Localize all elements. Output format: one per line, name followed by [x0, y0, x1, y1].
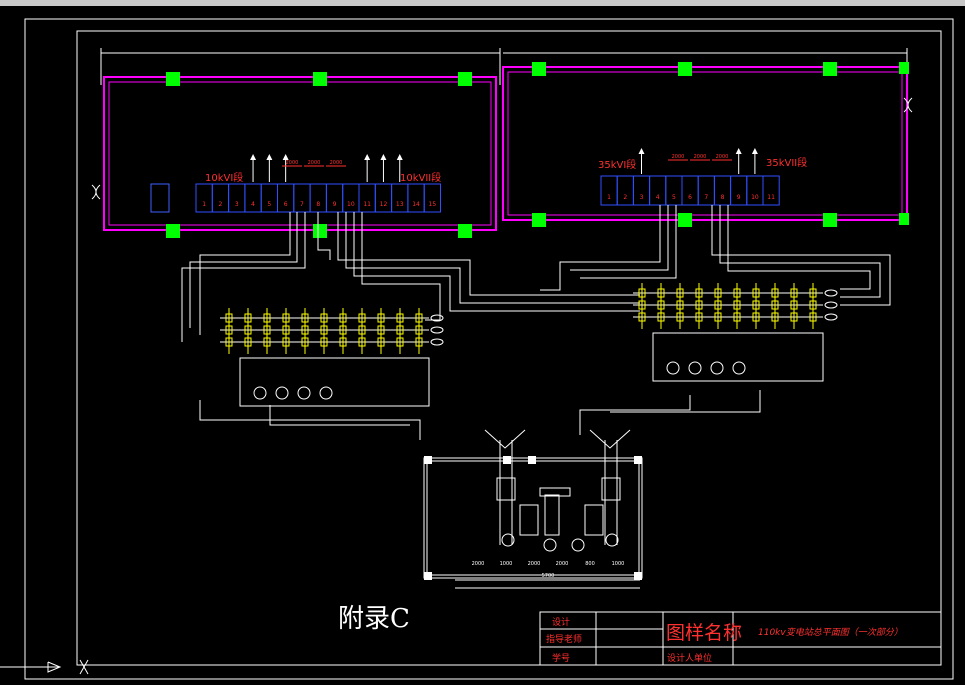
- left-cabinet-number: 4: [251, 201, 255, 208]
- transformer-columns: [424, 456, 642, 580]
- right-cabinet: [762, 175, 780, 206]
- right-cabinet-number: 3: [640, 194, 644, 201]
- right-bus-label: 10kVII段: [400, 171, 441, 184]
- right-door: [903, 97, 913, 113]
- bushing: [430, 314, 444, 322]
- breaker-coil: [688, 361, 702, 375]
- bottom-dim-total: 5700: [542, 573, 555, 579]
- title-student-no: 学号: [552, 652, 570, 664]
- ucs-icon: [0, 659, 89, 675]
- left-cabinet-number: 15: [429, 201, 437, 208]
- left-cabinet-number: 13: [396, 201, 404, 208]
- left-cabinet-number: 2: [219, 201, 223, 208]
- right-cabinet-number: 11: [767, 194, 775, 201]
- right-35kv-label: 35kVII段: [766, 156, 807, 169]
- cable-routes: [181, 205, 891, 440]
- left-cabinet-number: 14: [412, 201, 420, 208]
- transformer-dimensions: 2000 1000 2000 2000 800 1000 5700: [472, 561, 625, 579]
- breaker-coil: [253, 386, 267, 400]
- dim-text: 2000: [330, 160, 343, 166]
- right-building: [502, 48, 908, 221]
- bushing: [824, 289, 838, 297]
- window-top-bar: [0, 0, 965, 6]
- left-building: [100, 48, 501, 231]
- left-cabinet-number: 1: [202, 201, 206, 208]
- left-door: [91, 184, 101, 200]
- title-drawing-title: 110kv变电站总平面图（一次部分）: [758, 627, 903, 638]
- bushing: [824, 301, 838, 309]
- right-cabinet-number: 7: [704, 194, 708, 201]
- feeder-arrow-head: [380, 154, 387, 160]
- right-cabinet-number: 10: [751, 194, 759, 201]
- cad-drawing-canvas: 设计 指导老师 学号 图样名称 设计人单位 110kv变电站总平面图（一次部分）…: [0, 18, 954, 680]
- right-cabinet-number: 6: [688, 194, 692, 201]
- feeder-arrow-head: [751, 148, 758, 154]
- right-cabinet-number: 5: [672, 194, 676, 201]
- left-cabinet-number: 5: [267, 201, 271, 208]
- dimension-labels: 2000 2000 2000 2000 2000 2000: [282, 154, 732, 167]
- left-cabinet-number: 12: [380, 201, 388, 208]
- left-35kv-label: 35kVI段: [598, 158, 636, 171]
- left-cabinet-number: 3: [235, 201, 239, 208]
- left-cabinet-number: 7: [300, 201, 304, 208]
- dim-text: 2000: [286, 160, 299, 166]
- dim-text: 2000: [716, 154, 729, 160]
- dim-text: 2000: [694, 154, 707, 160]
- bottom-dim-text: 2000: [472, 561, 485, 567]
- right-cabinet-number: 1: [607, 194, 611, 201]
- bottom-dim-text: 2000: [528, 561, 541, 567]
- breaker-coil: [666, 361, 680, 375]
- left-switchgear-yard: [220, 308, 444, 407]
- left-bus-label: 10kVI段: [205, 171, 243, 184]
- bottom-dim-text: 1000: [500, 561, 513, 567]
- breaker-coil: [732, 361, 746, 375]
- title-drawing-name: 图样名称: [666, 622, 742, 644]
- title-design-unit: 设计人单位: [667, 652, 712, 664]
- right-cabinet-number: 9: [737, 194, 741, 201]
- feeder-arrow-head: [250, 154, 257, 160]
- left-cabinet-number: 8: [316, 201, 320, 208]
- feeder-arrow-head: [735, 148, 742, 154]
- feeder-arrow-head: [396, 154, 403, 160]
- title-block: [539, 611, 942, 666]
- feeder-arrow-head: [282, 154, 289, 160]
- dim-text: 2000: [308, 160, 321, 166]
- title-design: 设计: [552, 616, 570, 628]
- right-cabinet-row: 1 2 3 4 5 6 7 8 9 10 11: [600, 148, 780, 206]
- breaker-body: [239, 357, 430, 407]
- appendix-label: 附录C: [338, 604, 410, 634]
- breaker-coil: [275, 386, 289, 400]
- left-cabinet-number: 11: [363, 201, 371, 208]
- bushing: [430, 338, 444, 346]
- left-columns: [166, 72, 472, 238]
- right-cabinet-number: 2: [623, 194, 627, 201]
- bottom-dim-text: 2000: [556, 561, 569, 567]
- breaker-coil: [297, 386, 311, 400]
- breaker-body: [652, 332, 824, 382]
- left-cabinet-number: 6: [284, 201, 288, 208]
- bottom-dim-text: 800: [585, 561, 595, 567]
- left-cabinet-number: 9: [333, 201, 337, 208]
- bottom-dim-text: 1000: [612, 561, 625, 567]
- left-cabinet: [423, 183, 442, 213]
- right-cabinet-number: 4: [656, 194, 660, 201]
- feeder-arrow-head: [638, 148, 645, 154]
- breaker-coil: [319, 386, 333, 400]
- title-advisor: 指导老师: [546, 633, 582, 645]
- feeder-arrow-head: [266, 154, 273, 160]
- bushing: [430, 326, 444, 334]
- bushing: [824, 313, 838, 321]
- breaker-coil: [710, 361, 724, 375]
- left-standalone-cabinet: [150, 183, 170, 213]
- outer-frame: [24, 18, 954, 680]
- right-columns: [532, 62, 909, 227]
- left-cabinet-number: 10: [347, 201, 355, 208]
- feeder-arrow-head: [364, 154, 371, 160]
- right-switchgear-yard: [633, 283, 838, 382]
- right-cabinet-number: 8: [721, 194, 725, 201]
- inner-frame: [76, 30, 942, 666]
- dim-text: 2000: [672, 154, 685, 160]
